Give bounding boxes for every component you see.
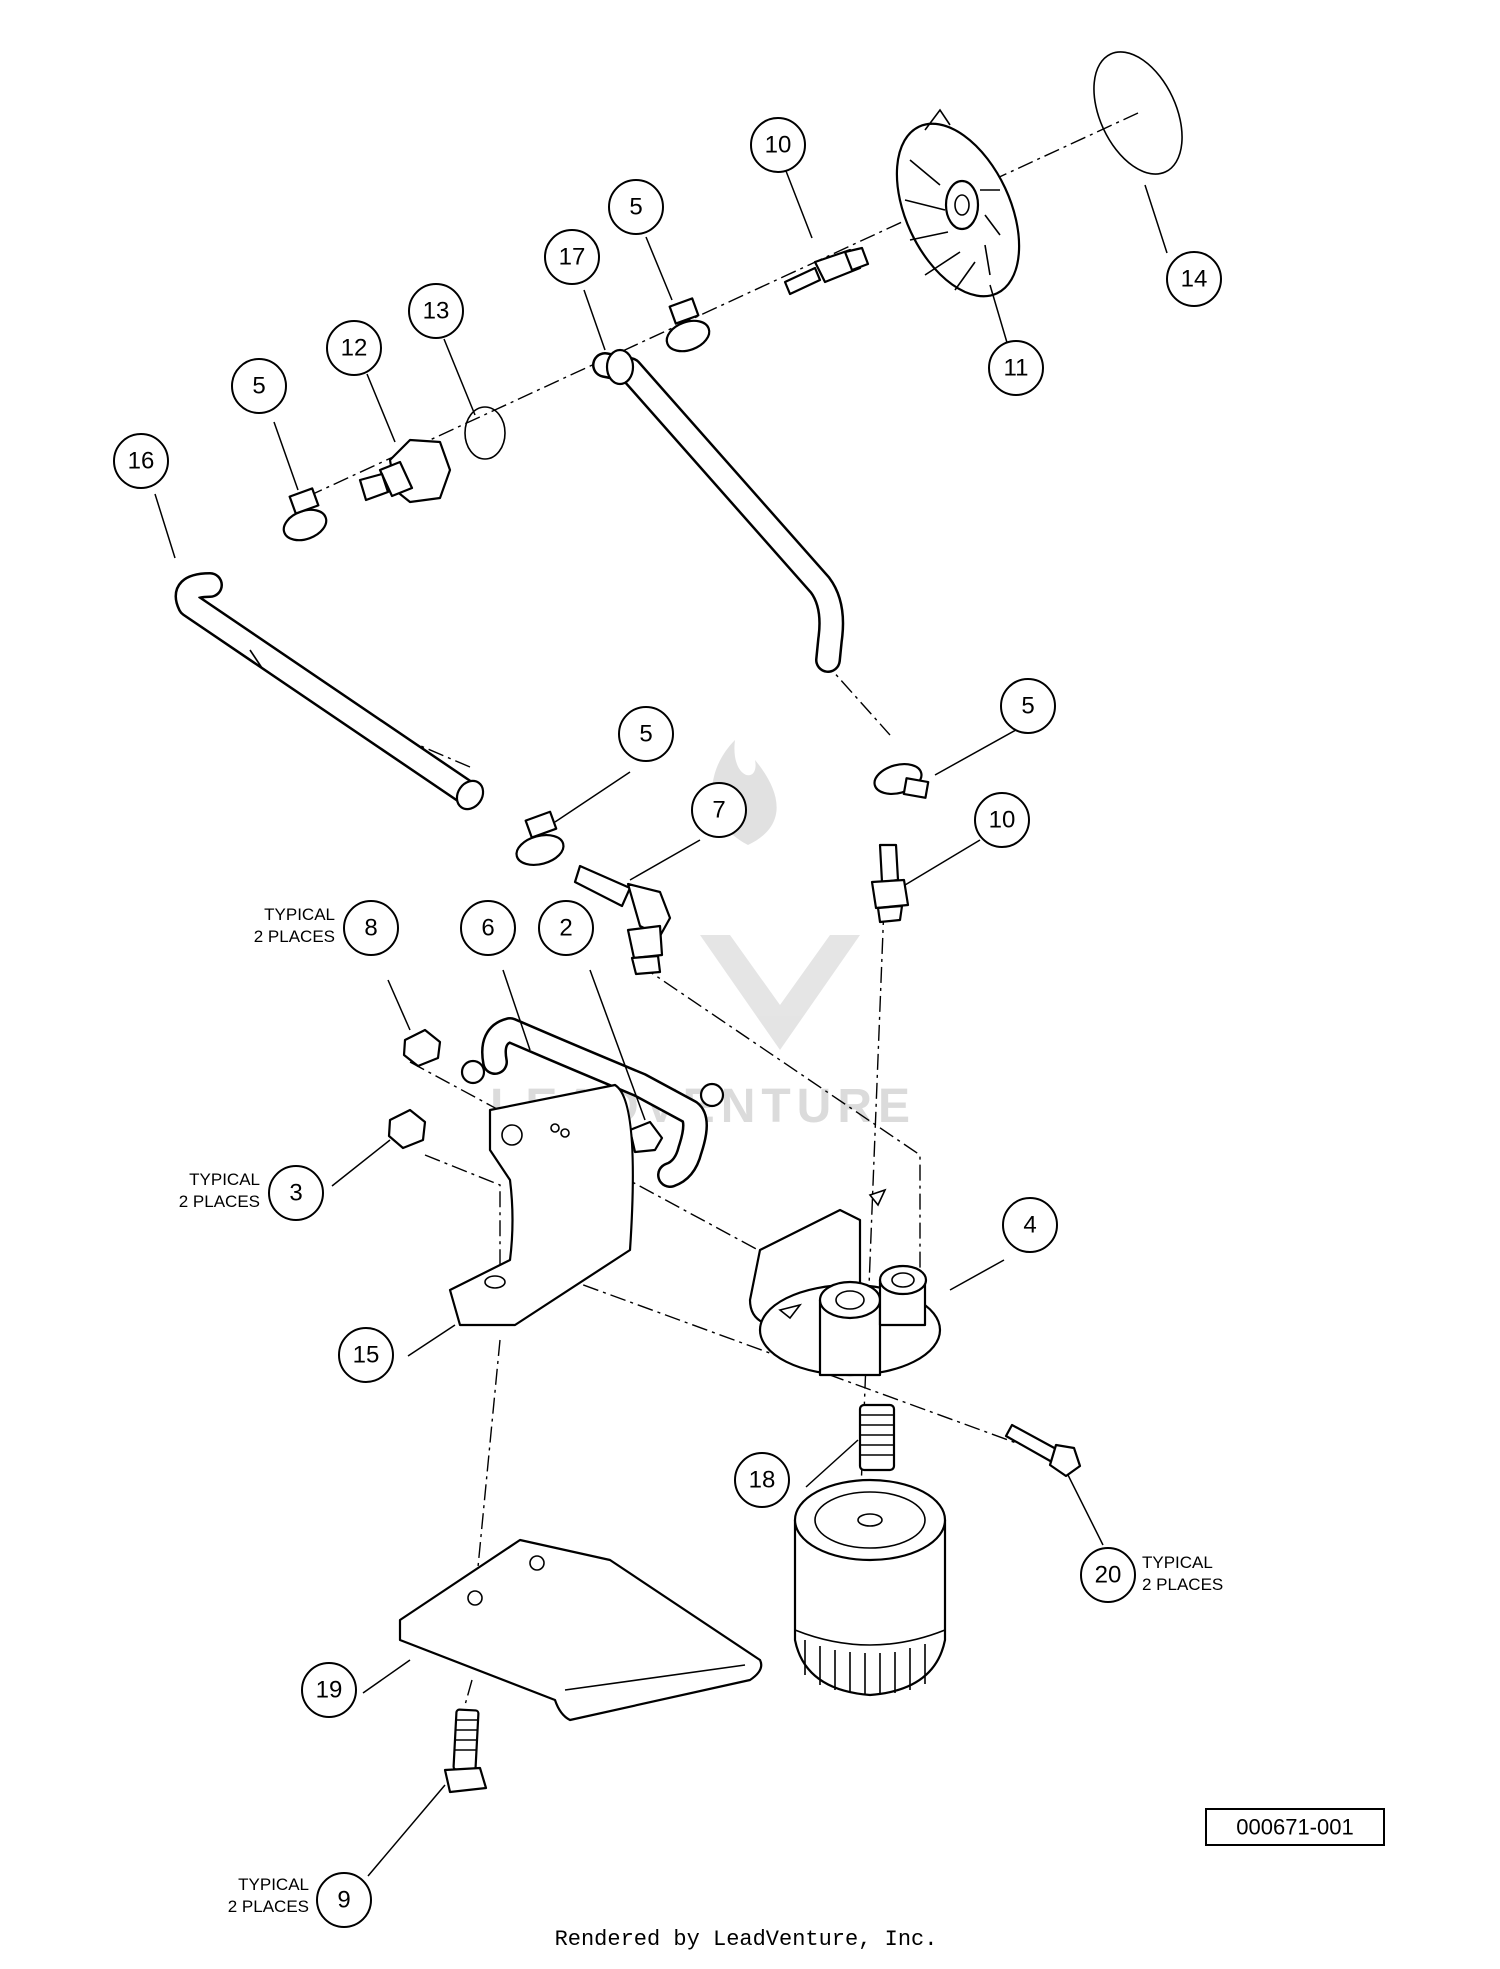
svg-text:11: 11 bbox=[1004, 355, 1029, 382]
callout-4: 4 bbox=[1002, 1197, 1058, 1253]
note-20-places: 2 PLACES bbox=[1142, 1575, 1223, 1594]
svg-text:5: 5 bbox=[639, 721, 652, 748]
bracket bbox=[448, 1083, 634, 1327]
note-3-places: 2 PLACES bbox=[179, 1192, 260, 1211]
svg-text:12: 12 bbox=[341, 335, 368, 362]
bolt-20 bbox=[1004, 1423, 1082, 1478]
callout-7: 7 bbox=[691, 782, 747, 838]
callout-11: 11 bbox=[988, 340, 1044, 396]
callout-20: 20 bbox=[1080, 1547, 1136, 1603]
oil-filter bbox=[793, 1478, 947, 1697]
callout-5-middle: 5 bbox=[618, 706, 674, 762]
leader-lines bbox=[154, 170, 1168, 1877]
threaded-nipple bbox=[858, 1403, 896, 1472]
callouts: 10 5 17 13 12 5 16 14 11 5 5 7 10 8 6 2 … bbox=[113, 117, 1222, 1928]
hose-upper bbox=[592, 348, 845, 673]
reference-number: 000671-001 bbox=[1236, 1815, 1353, 1840]
o-ring-small bbox=[464, 406, 506, 460]
clamp-left bbox=[282, 487, 328, 542]
svg-text:3: 3 bbox=[289, 1180, 302, 1207]
svg-text:19: 19 bbox=[316, 1677, 343, 1704]
nut-upper bbox=[402, 1028, 442, 1068]
svg-text:5: 5 bbox=[252, 373, 265, 400]
callout-5-right: 5 bbox=[1000, 678, 1056, 734]
rendered-by-footer: Rendered by LeadVenture, Inc. bbox=[555, 1927, 938, 1952]
callout-19: 19 bbox=[301, 1662, 357, 1718]
fitting-top bbox=[783, 246, 870, 296]
svg-text:13: 13 bbox=[423, 298, 450, 325]
note-8-places: 2 PLACES bbox=[254, 927, 335, 946]
callout-17: 17 bbox=[544, 229, 600, 285]
callout-9: 9 bbox=[316, 1872, 372, 1928]
callout-5-top: 5 bbox=[608, 179, 664, 235]
clamp-top bbox=[665, 297, 711, 353]
clamp-middle-right bbox=[873, 763, 930, 799]
svg-text:18: 18 bbox=[749, 1467, 776, 1494]
reference-number-box: 000671-001 bbox=[1205, 1808, 1385, 1846]
callout-3: 3 bbox=[268, 1165, 324, 1221]
callout-6: 6 bbox=[460, 900, 516, 956]
callout-14: 14 bbox=[1166, 251, 1222, 307]
callout-13: 13 bbox=[408, 283, 464, 339]
bolt-2 bbox=[628, 1120, 664, 1154]
svg-text:8: 8 bbox=[364, 915, 377, 942]
svg-text:10: 10 bbox=[989, 807, 1016, 834]
callout-8: 8 bbox=[343, 900, 399, 956]
typical-notes: TYPICAL 2 PLACES TYPICAL 2 PLACES TYPICA… bbox=[179, 905, 1224, 1916]
svg-text:5: 5 bbox=[1021, 693, 1034, 720]
svg-text:6: 6 bbox=[481, 915, 494, 942]
nut-lower bbox=[387, 1108, 427, 1150]
callout-10-lower: 10 bbox=[974, 792, 1030, 848]
callout-10-top: 10 bbox=[750, 117, 806, 173]
callout-16: 16 bbox=[113, 433, 169, 489]
adapter bbox=[358, 438, 452, 504]
svg-text:10: 10 bbox=[765, 132, 792, 159]
svg-text:16: 16 bbox=[128, 448, 155, 475]
svg-text:15: 15 bbox=[353, 1342, 380, 1369]
svg-text:20: 20 bbox=[1095, 1562, 1122, 1589]
o-ring-large bbox=[1093, 51, 1183, 175]
callout-18: 18 bbox=[734, 1452, 790, 1508]
clamp-middle-left bbox=[515, 810, 565, 866]
svg-text:5: 5 bbox=[629, 194, 642, 221]
elbow-fitting bbox=[573, 864, 672, 976]
callout-12: 12 bbox=[326, 320, 382, 376]
fan bbox=[895, 108, 1021, 298]
callout-15: 15 bbox=[338, 1327, 394, 1383]
svg-text:14: 14 bbox=[1181, 266, 1208, 293]
note-20-typical: TYPICAL bbox=[1142, 1553, 1213, 1572]
svg-text:4: 4 bbox=[1023, 1212, 1036, 1239]
ground-cable bbox=[460, 1017, 725, 1188]
callout-5-left: 5 bbox=[231, 358, 287, 414]
fitting-lower bbox=[870, 843, 910, 924]
svg-text:17: 17 bbox=[559, 244, 586, 271]
svg-text:9: 9 bbox=[337, 1887, 350, 1914]
svg-text:2: 2 bbox=[559, 915, 572, 942]
svg-text:7: 7 bbox=[712, 797, 725, 824]
callout-2: 2 bbox=[538, 900, 594, 956]
bolt-9 bbox=[443, 1708, 488, 1794]
filter-head bbox=[748, 1188, 942, 1377]
note-9-typical: TYPICAL bbox=[238, 1875, 309, 1894]
note-9-places: 2 PLACES bbox=[228, 1897, 309, 1916]
parts bbox=[174, 51, 1183, 1794]
hose-left bbox=[174, 572, 485, 811]
note-8-typical: TYPICAL bbox=[264, 905, 335, 924]
note-3-typical: TYPICAL bbox=[189, 1170, 260, 1189]
mounting-plate bbox=[398, 1538, 763, 1722]
